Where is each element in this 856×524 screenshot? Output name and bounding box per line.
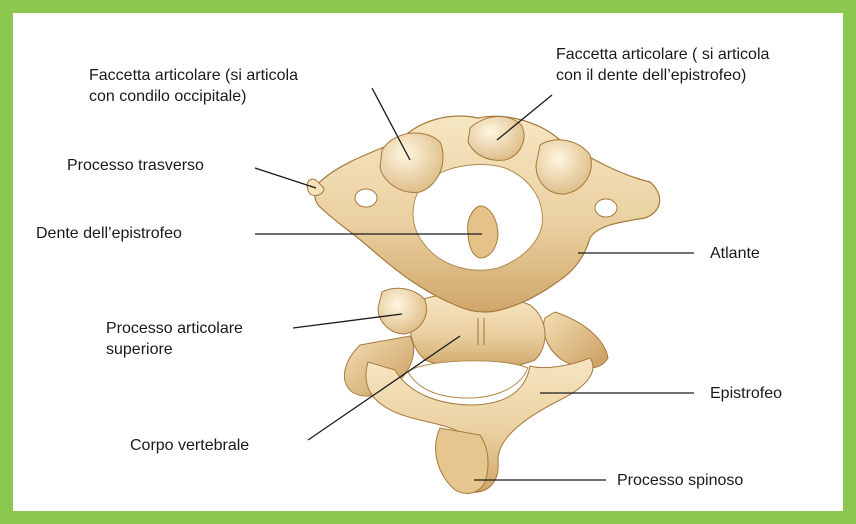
axis-spinous-process — [436, 428, 488, 493]
label-atlante: Atlante — [710, 243, 760, 264]
label-processo-articolare-line2: superiore — [106, 339, 243, 360]
label-corpo-vertebrale: Corpo vertebrale — [130, 435, 249, 456]
label-faccetta-dente-line1: Faccetta articolare ( si articola — [556, 44, 769, 65]
atlas-vertebra — [307, 116, 660, 312]
label-epistrofeo: Epistrofeo — [710, 383, 782, 404]
label-faccetta-condilo-line2: con condilo occipitale) — [89, 86, 298, 107]
axis-right-transverse — [544, 312, 608, 368]
label-processo-spinoso: Processo spinoso — [617, 470, 743, 491]
axis-vertebra — [344, 288, 608, 493]
atlas-left-transverse-foramen — [355, 189, 377, 207]
axis-vertebral-canal — [408, 361, 528, 398]
label-faccetta-dente: Faccetta articolare ( si articola con il… — [556, 44, 769, 86]
label-processo-articolare: Processo articolare superiore — [106, 318, 243, 360]
atlas-left-facet — [380, 133, 443, 192]
label-processo-articolare-line1: Processo articolare — [106, 318, 243, 339]
label-dente-epistrofeo: Dente dell’epistrofeo — [36, 223, 182, 244]
leader-processo-trasverso — [255, 168, 316, 188]
label-faccetta-condilo: Faccetta articolare (si articola con con… — [89, 65, 298, 107]
label-faccetta-dente-line2: con il dente dell’epistrofeo) — [556, 65, 769, 86]
axis-superior-articular-process — [378, 288, 426, 334]
atlas-right-transverse-foramen — [595, 199, 617, 217]
label-faccetta-condilo-line1: Faccetta articolare (si articola — [89, 65, 298, 86]
label-processo-trasverso: Processo trasverso — [67, 155, 204, 176]
